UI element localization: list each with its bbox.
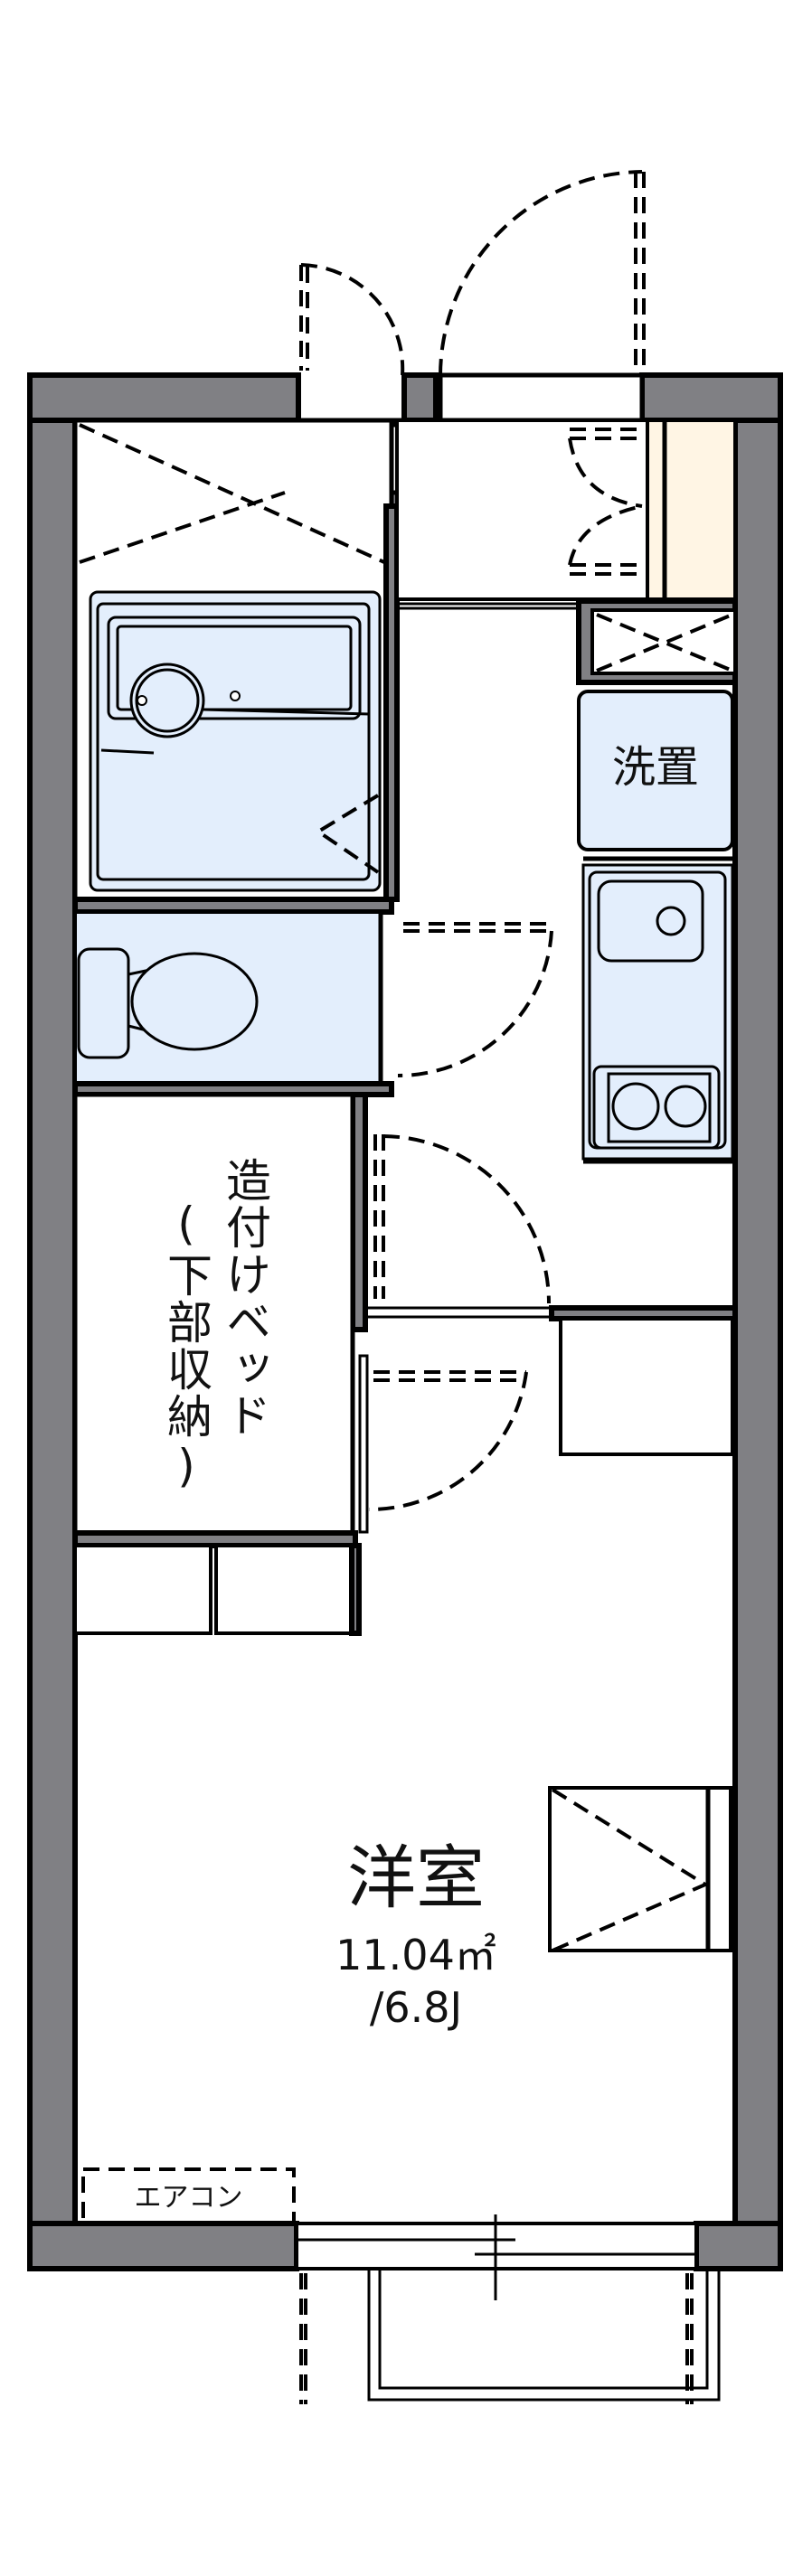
desk-unit — [548, 1786, 732, 1952]
main-room-name: 洋室 — [347, 1838, 485, 1918]
room-door[interactable] — [365, 1134, 738, 1321]
shoe-box — [646, 418, 737, 601]
washer-space-label: 洗置 — [611, 742, 699, 793]
drain-icon — [656, 906, 686, 936]
pipe-space — [576, 598, 738, 685]
refrigerator-space — [559, 1317, 734, 1456]
balcony-window[interactable] — [295, 2214, 698, 2300]
air-conditioner-label: エアコン — [134, 2182, 243, 2214]
outer-walls — [27, 372, 783, 2271]
entrance-door[interactable] — [433, 170, 646, 425]
sink — [597, 879, 704, 963]
meter-box-door[interactable] — [299, 263, 405, 376]
entrance-hall — [395, 418, 649, 610]
balcony — [299, 2269, 721, 2404]
burner-icon — [611, 1082, 660, 1131]
toilet-room — [72, 897, 394, 1097]
shoe-box-doors[interactable] — [568, 428, 647, 576]
main-room-tatami: /6.8J — [369, 1983, 463, 2032]
partition-sliding — [358, 1354, 369, 1534]
main-room-area: 11.04㎡ — [335, 1931, 496, 1979]
closet-door-lower[interactable] — [368, 1370, 528, 1512]
built-in-bed-label: 造付けベッド — [219, 1157, 271, 1439]
built-in-bed-sublabel: (下部収納) — [160, 1198, 212, 1494]
burner-icon — [664, 1085, 707, 1128]
built-in-bed — [72, 1092, 355, 1536]
washer-space — [577, 690, 734, 851]
storage-cabinets — [72, 1530, 362, 1636]
air-conditioner — [81, 2167, 296, 2225]
drain-icon — [230, 691, 241, 701]
toilet-door[interactable] — [397, 922, 553, 1078]
kitchen-counter — [581, 856, 734, 1164]
bathroom — [72, 418, 394, 902]
